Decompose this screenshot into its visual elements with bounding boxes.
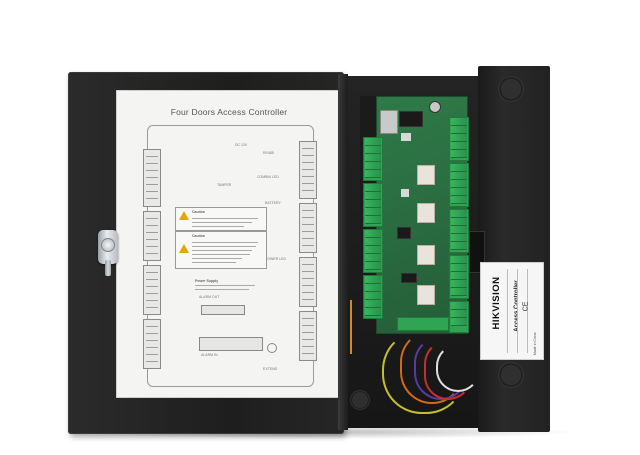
diagram-connector bbox=[201, 305, 245, 315]
relay bbox=[417, 203, 435, 223]
diagram-label: ALARM OUT bbox=[199, 295, 220, 299]
wiring-diagram-sheet: Four Doors Access Controller DC 12V RS48… bbox=[116, 90, 342, 398]
diagram-terminal-right-1 bbox=[299, 141, 317, 199]
warning-icon bbox=[179, 244, 189, 253]
caution-box-1: Caution bbox=[175, 207, 267, 231]
cable-knockout bbox=[498, 76, 524, 102]
brand-logo: HIKVISION bbox=[491, 276, 502, 330]
caution-heading: Caution bbox=[192, 234, 206, 238]
enclosure-body bbox=[338, 66, 550, 432]
text-line bbox=[195, 285, 255, 286]
terminal-block bbox=[363, 275, 383, 319]
diagram-label: RS485 bbox=[263, 151, 274, 155]
text-line bbox=[192, 262, 236, 263]
key-icon bbox=[105, 260, 111, 276]
diagram-label: DC 12V bbox=[235, 143, 248, 147]
text-line bbox=[192, 250, 252, 251]
wire-orange bbox=[400, 330, 464, 404]
diagram-terminal-left-4 bbox=[143, 319, 161, 369]
diagram-label: TAMPER bbox=[217, 183, 232, 187]
wire-lead bbox=[350, 300, 352, 354]
text-line bbox=[195, 289, 249, 290]
warning-icon bbox=[179, 211, 189, 220]
label-divider bbox=[527, 269, 528, 353]
label-divider bbox=[517, 269, 518, 353]
made-in-text: Made in China bbox=[533, 332, 537, 355]
terminal-block bbox=[449, 117, 469, 161]
terminal-block-bottom bbox=[397, 317, 449, 331]
diagram-label: POWER LED bbox=[265, 257, 287, 261]
diagram-terminal-right-4 bbox=[299, 311, 317, 361]
cable-knockout bbox=[350, 390, 370, 410]
text-line bbox=[192, 218, 258, 219]
terminal-block bbox=[449, 301, 469, 333]
terminal-block bbox=[449, 209, 469, 253]
relay bbox=[417, 165, 435, 185]
component bbox=[401, 189, 409, 197]
enclosure-left-edge bbox=[338, 74, 348, 430]
diagram-terminal-left-2 bbox=[143, 211, 161, 261]
terminal-block bbox=[363, 137, 383, 181]
cable-knockout bbox=[498, 362, 524, 388]
text-line bbox=[192, 246, 256, 247]
text-line bbox=[192, 254, 250, 255]
controller-board bbox=[363, 96, 469, 334]
battery-cell bbox=[429, 101, 441, 113]
diagram-connector bbox=[199, 337, 263, 351]
terminal-block bbox=[449, 255, 469, 299]
caution-heading: Caution bbox=[192, 210, 206, 214]
power-supply-heading: Power Supply bbox=[195, 279, 219, 283]
sheet-title: Four Doors Access Controller bbox=[170, 107, 288, 117]
terminal-block bbox=[363, 229, 383, 273]
diagram-label: ALARM IN bbox=[201, 353, 218, 357]
diagram-label: EXTEND bbox=[263, 367, 278, 371]
wire-yellow bbox=[382, 330, 466, 414]
label-divider bbox=[507, 269, 508, 353]
text-line bbox=[192, 226, 244, 227]
text-line bbox=[192, 222, 252, 223]
diagram-terminal-left-3 bbox=[143, 265, 161, 315]
terminal-block bbox=[363, 183, 383, 227]
diagram-terminal-right-2 bbox=[299, 203, 317, 253]
ce-mark: CE bbox=[522, 301, 530, 312]
relay bbox=[417, 285, 435, 305]
network-port bbox=[380, 110, 398, 134]
text-line bbox=[192, 242, 258, 243]
caution-box-2: Caution bbox=[175, 231, 267, 269]
ic-chip bbox=[401, 273, 417, 283]
product-label: HIKVISION Access Controller CE Made in C… bbox=[480, 262, 544, 360]
ic-chip bbox=[397, 227, 411, 239]
wire-red bbox=[424, 340, 472, 400]
diagram-label: COMBIN LED bbox=[257, 175, 279, 179]
wire-white bbox=[436, 344, 480, 392]
component bbox=[401, 133, 411, 141]
diagram-terminal-right-3 bbox=[299, 257, 317, 307]
diagram-led bbox=[267, 343, 277, 353]
diagram-label: BATTERY bbox=[265, 201, 281, 205]
terminal-block bbox=[449, 163, 469, 207]
relay bbox=[417, 245, 435, 265]
lock-cylinder-icon bbox=[101, 238, 115, 252]
text-line bbox=[192, 258, 242, 259]
processor-chip bbox=[399, 111, 423, 127]
door-lock[interactable] bbox=[96, 230, 122, 278]
diagram-terminal-left-1 bbox=[143, 149, 161, 207]
